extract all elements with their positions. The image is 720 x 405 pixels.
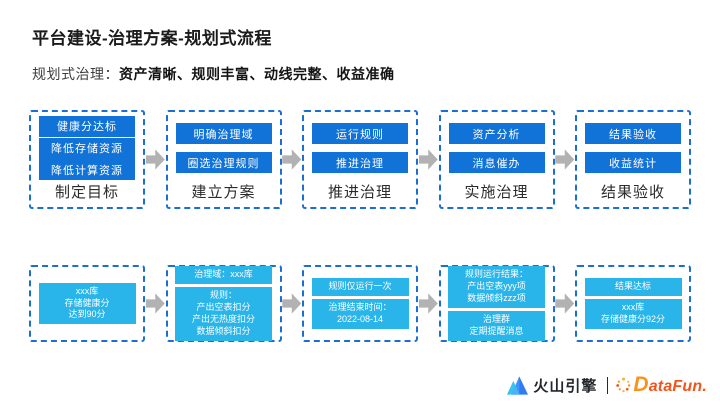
footer-logos: 火山引擎 DataFun. xyxy=(506,372,707,398)
flow-arrow-icon xyxy=(282,149,301,171)
stage-box: 明确治理域圈选治理规则建立方案 xyxy=(166,110,282,209)
volcengine-logo: 火山引擎 xyxy=(506,375,597,396)
stage-item-chip: 明确治理域 xyxy=(176,123,272,144)
stage-box: 资产分析消息催办实施治理 xyxy=(439,110,555,209)
stage-item-chip: 结果验收 xyxy=(585,123,681,144)
stage-box: 运行规则推进治理推进治理 xyxy=(302,110,418,209)
datafun-dots-icon xyxy=(616,377,631,393)
stage-items: 明确治理域圈选治理规则 xyxy=(168,112,280,181)
stage-items: 资产分析消息催办 xyxy=(441,112,553,181)
subtitle-prefix: 规划式治理： xyxy=(32,66,119,82)
detail-card-line: 定期提醒消息 xyxy=(449,326,544,338)
subtitle: 规划式治理：资产清晰、规则丰富、动线完整、收益准确 xyxy=(32,64,395,84)
detail-card: 结果达标 xyxy=(585,278,682,296)
flow-arrow-icon xyxy=(555,149,574,171)
detail-card-line: 规则运行结果： xyxy=(449,269,544,281)
stage-items: 运行规则推进治理 xyxy=(304,112,416,181)
stage-items: 健康分达标降低存储资源降低计算资源 xyxy=(31,112,143,181)
detail-card-line: 规则： xyxy=(176,290,271,302)
stage-box: 健康分达标降低存储资源降低计算资源制定目标 xyxy=(29,110,145,209)
stage-item-chip: 运行规则 xyxy=(312,123,408,144)
detail-card-line: 结果达标 xyxy=(586,281,681,293)
stage-box: 结果验收收益统计结果验收 xyxy=(575,110,691,209)
datafun-logo: DataFun. xyxy=(616,373,707,397)
detail-box: 规则仅运行一次治理结束时间：2022-08-14 xyxy=(302,265,418,342)
datafun-logo-text: DataFun. xyxy=(633,373,707,397)
detail-card: 规则：产出空表扣分产出无热度扣分数据倾斜扣分 xyxy=(175,287,272,341)
subtitle-keywords: 资产清晰、规则丰富、动线完整、收益准确 xyxy=(119,66,395,82)
flow-arrow-icon xyxy=(419,293,438,315)
detail-card: 规则运行结果：产出空表yyy项数据倾斜zzz项 xyxy=(448,266,545,308)
logo-divider xyxy=(607,377,608,394)
stage-item-chip: 消息催办 xyxy=(449,152,545,173)
detail-box: xxx库存储健康分达到90分 xyxy=(29,265,145,342)
page-title: 平台建设-治理方案-规划式流程 xyxy=(32,24,272,49)
stage-item-chip: 健康分达标 xyxy=(39,116,135,137)
bottom-flow-row: xxx库存储健康分达到90分治理域：xxx库规则：产出空表扣分产出无热度扣分数据… xyxy=(29,265,691,342)
detail-card-line: 存储健康分 xyxy=(40,298,135,310)
detail-card-line: 治理域：xxx库 xyxy=(176,269,271,281)
detail-card-line: 产出空表扣分 xyxy=(176,302,271,314)
detail-box: 结果达标 xxx库存储健康分92分 xyxy=(575,265,691,342)
detail-card: xxx库存储健康分92分 xyxy=(585,299,682,329)
stage-item-chip: 圈选治理规则 xyxy=(176,152,272,173)
detail-box: 规则运行结果：产出空表yyy项数据倾斜zzz项治理群定期提醒消息 xyxy=(439,265,555,342)
stage-item-chip: 降低计算资源 xyxy=(39,159,135,180)
stage-label: 推进治理 xyxy=(304,181,416,207)
detail-card-line: xxx库 xyxy=(586,302,681,314)
detail-card-line: 治理群 xyxy=(449,314,544,326)
stage-label: 实施治理 xyxy=(441,181,553,207)
detail-card: 规则仅运行一次 xyxy=(312,278,409,296)
stage-item-chip: 降低存储资源 xyxy=(39,138,135,159)
detail-card-line: 治理结束时间： xyxy=(313,302,408,314)
detail-card-line: 达到90分 xyxy=(40,309,135,321)
detail-card-line: xxx库 xyxy=(40,286,135,298)
stage-label: 建立方案 xyxy=(168,181,280,207)
detail-card-line: 规则仅运行一次 xyxy=(313,281,408,293)
flow-arrow-icon xyxy=(419,149,438,171)
stage-item-chip: 推进治理 xyxy=(312,152,408,173)
stage-item-chip: 收益统计 xyxy=(585,152,681,173)
flow-arrow-icon xyxy=(146,149,165,171)
detail-card: 治理群定期提醒消息 xyxy=(448,311,545,341)
detail-card-line: 存储健康分92分 xyxy=(586,314,681,326)
flow-arrow-icon xyxy=(146,293,165,315)
stage-item-chip: 资产分析 xyxy=(449,123,545,144)
detail-card-line: 数据倾斜扣分 xyxy=(176,326,271,338)
volcengine-mountain-icon xyxy=(506,376,528,395)
detail-box: 治理域：xxx库规则：产出空表扣分产出无热度扣分数据倾斜扣分 xyxy=(166,265,282,342)
stage-label: 结果验收 xyxy=(577,181,689,207)
top-flow-row: 健康分达标降低存储资源降低计算资源制定目标明确治理域圈选治理规则建立方案运行规则… xyxy=(29,110,691,209)
detail-card: 治理域：xxx库 xyxy=(175,266,272,284)
detail-card: 治理结束时间：2022-08-14 xyxy=(312,299,409,329)
volcengine-logo-text: 火山引擎 xyxy=(533,375,597,396)
flow-arrow-icon xyxy=(555,293,574,315)
detail-card-line: 产出空表yyy项 xyxy=(449,281,544,293)
detail-card-line: 产出无热度扣分 xyxy=(176,314,271,326)
flow-arrow-icon xyxy=(282,293,301,315)
detail-card-line: 2022-08-14 xyxy=(313,314,408,326)
detail-card: xxx库存储健康分达到90分 xyxy=(39,283,136,325)
stage-label: 制定目标 xyxy=(31,181,143,207)
stage-items: 结果验收收益统计 xyxy=(577,112,689,181)
detail-card-line: 数据倾斜zzz项 xyxy=(449,293,544,305)
